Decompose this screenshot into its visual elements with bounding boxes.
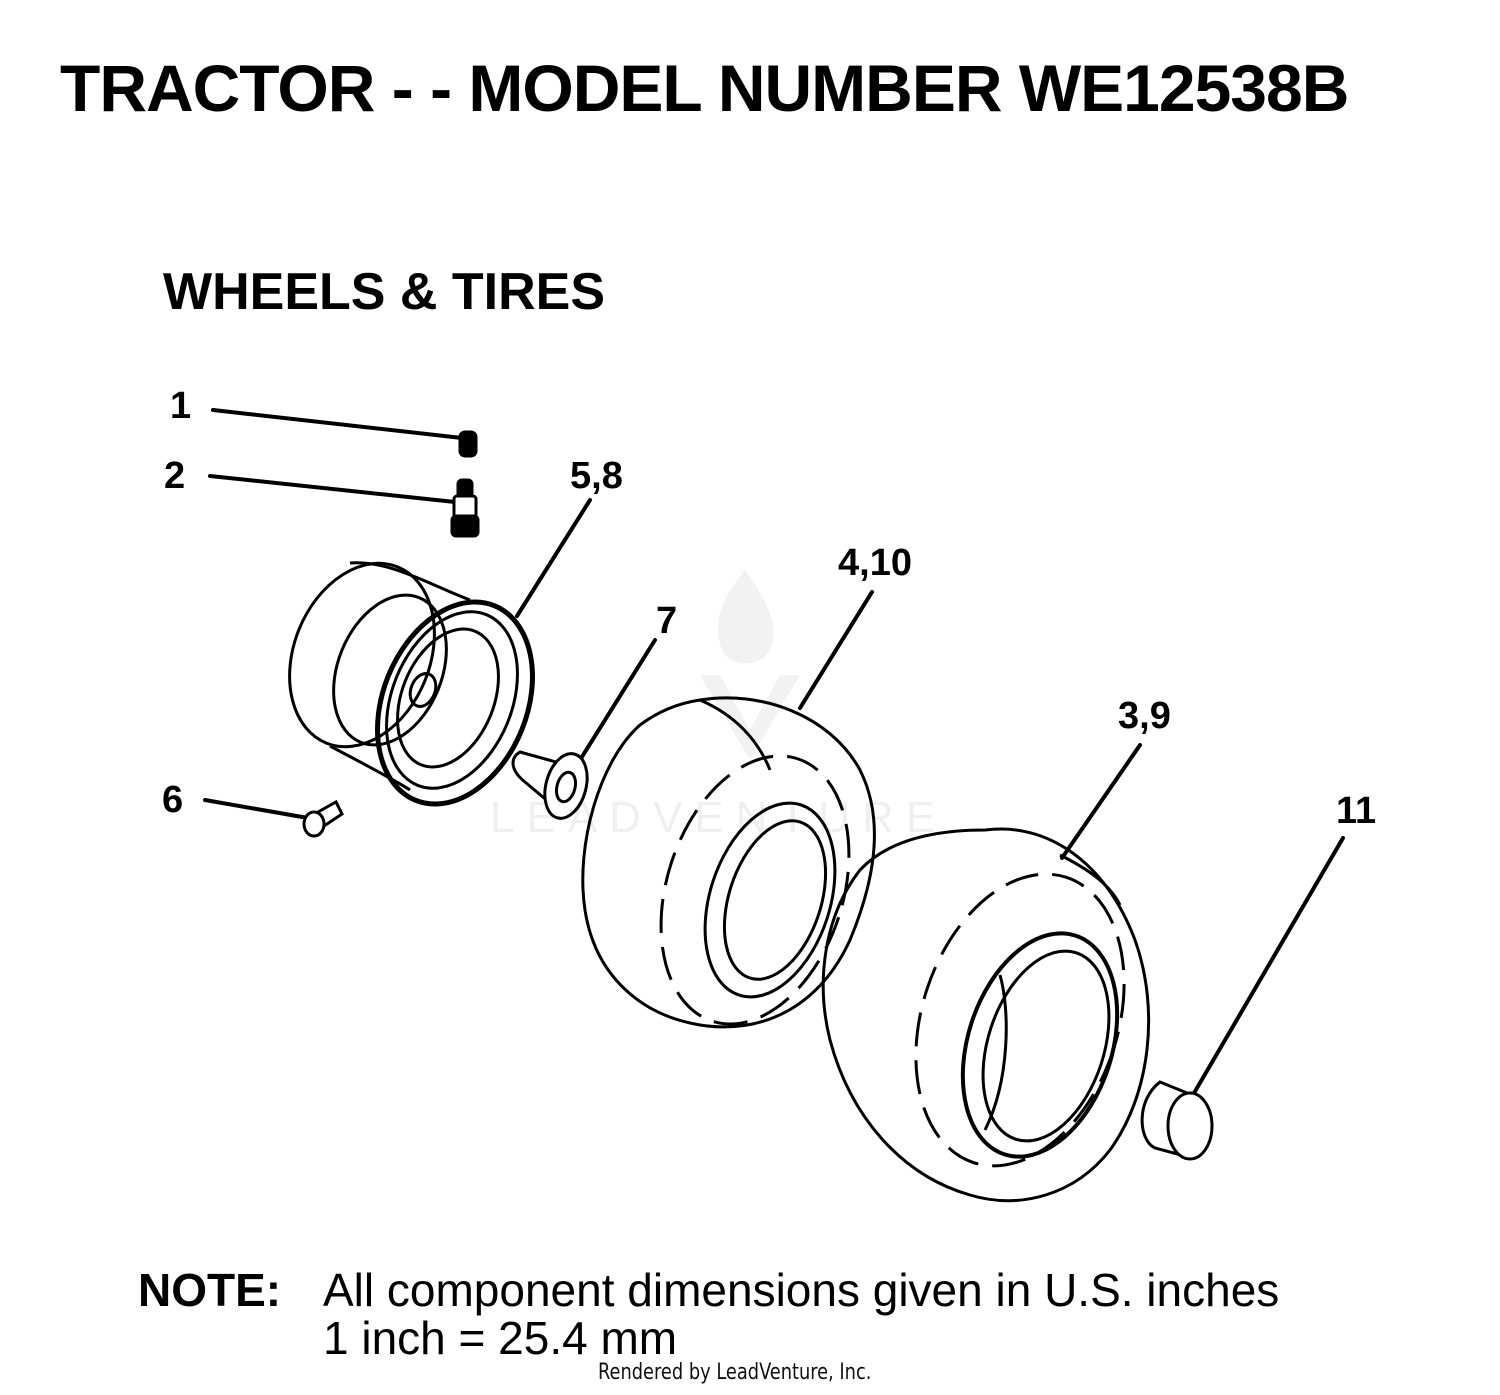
leader-line-410 xyxy=(798,590,874,710)
tire-tread-edge xyxy=(699,698,772,771)
rim-back-inner xyxy=(332,593,448,747)
section-title: WHEELS & TIRES xyxy=(163,263,606,321)
valve-cap-part xyxy=(458,430,478,458)
callout-6: 6 xyxy=(162,779,183,821)
valve-stem-base xyxy=(450,514,480,538)
tire-bead-inner xyxy=(722,819,828,981)
valve-cap-body xyxy=(458,430,478,458)
rim-front-outer xyxy=(375,599,535,807)
note-text-2: 1 inch = 25.4 mm xyxy=(323,1312,678,1364)
assembly-outline xyxy=(821,827,1151,1203)
assembly-rim-outer xyxy=(960,931,1120,1159)
watermark-v-icon xyxy=(700,675,800,760)
valve-stem-part xyxy=(450,478,480,538)
rim-front-face xyxy=(385,610,519,790)
tire-tread-dashed xyxy=(659,754,851,1026)
hub-bushing-part xyxy=(511,750,589,820)
tire-part xyxy=(581,696,876,1029)
note-label: NOTE: xyxy=(138,1264,282,1316)
assembly-rim-barrel xyxy=(983,974,1008,1131)
tire-bead-outer xyxy=(703,801,837,999)
assembly-rim-inner xyxy=(981,949,1111,1143)
leader-line-11 xyxy=(1188,836,1345,1102)
leader-line-1 xyxy=(211,408,464,440)
bushing-bore xyxy=(554,770,578,804)
wheel-assembly-part xyxy=(821,827,1151,1203)
assembly-tread-edge xyxy=(1059,853,1122,906)
rim-back-flange xyxy=(288,561,436,749)
leader-line-2 xyxy=(208,474,457,504)
callout-7: 7 xyxy=(656,600,677,642)
hub-cap-face xyxy=(1166,1091,1214,1161)
callout-5-8: 5,8 xyxy=(570,455,623,497)
callout-4-10: 4,10 xyxy=(838,542,912,584)
watermark-flame-icon xyxy=(717,570,774,664)
note-text-1: All component dimensions given in U.S. i… xyxy=(323,1264,1280,1316)
lug-bolt-head xyxy=(302,810,326,838)
callout-11: 11 xyxy=(1336,790,1376,832)
leader-line-6 xyxy=(203,798,310,820)
leader-lines xyxy=(203,408,1345,1102)
dimension-note: NOTE: All component dimensions given in … xyxy=(138,1265,1279,1361)
callout-2: 2 xyxy=(164,455,185,497)
lug-bolt-part xyxy=(302,799,344,838)
note-line-1: NOTE: All component dimensions given in … xyxy=(138,1265,1279,1315)
leader-line-58 xyxy=(515,498,592,618)
leader-line-7 xyxy=(573,638,657,770)
wheel-rim-part xyxy=(288,561,535,807)
callout-3-9: 3,9 xyxy=(1118,695,1171,737)
hub-cap-part xyxy=(1140,1080,1214,1161)
tire-outline xyxy=(581,696,876,1029)
rim-barrel-top xyxy=(349,561,471,602)
rim-hub-hole xyxy=(408,672,438,708)
rim-barrel-bottom xyxy=(329,744,411,792)
callout-labels: 1 2 5,8 4,10 7 3,9 6 11 xyxy=(162,385,1376,832)
rim-front-inner xyxy=(396,627,500,769)
leader-line-39 xyxy=(1060,743,1142,860)
callout-1: 1 xyxy=(170,385,191,427)
page-title: TRACTOR - - MODEL NUMBER WE12538B xyxy=(60,51,1349,125)
rendered-by-credit: Rendered by LeadVenture, Inc. xyxy=(598,1360,872,1385)
